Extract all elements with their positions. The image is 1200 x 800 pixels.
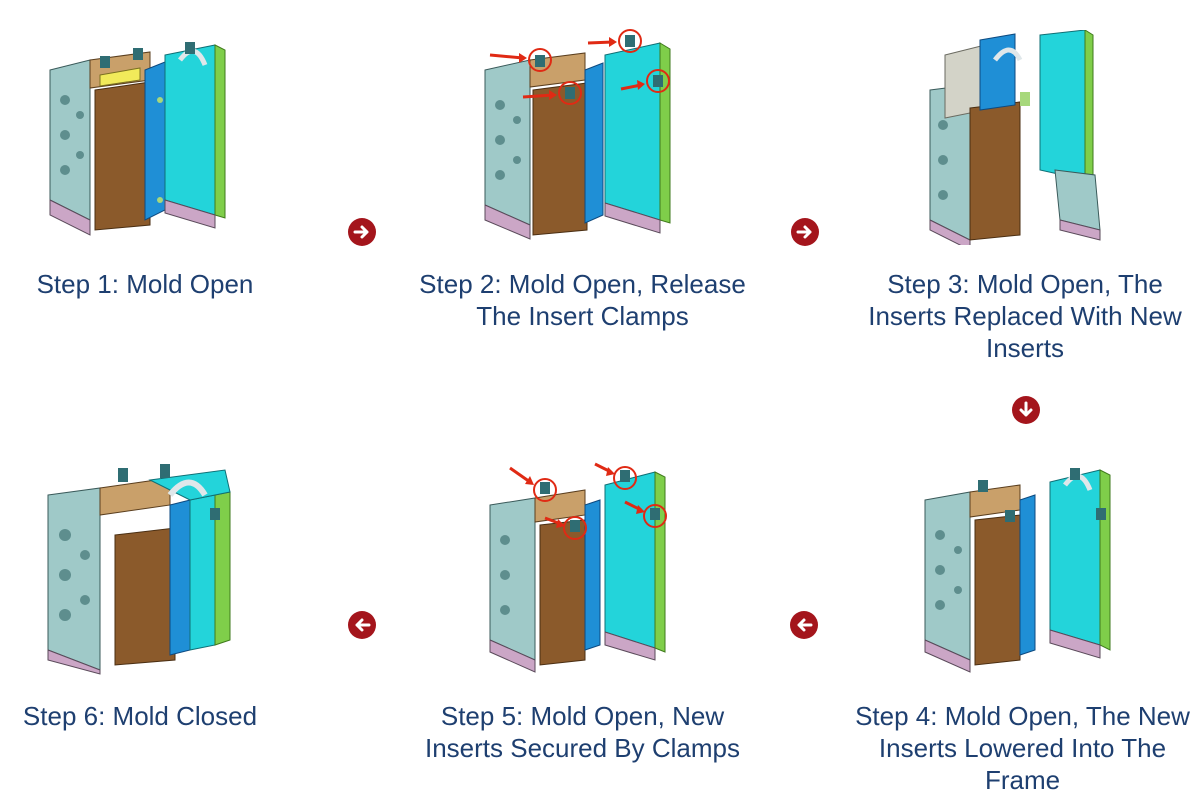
arrow-right-icon xyxy=(796,225,812,239)
arrow-down-icon xyxy=(1019,401,1033,417)
arrow-left-icon xyxy=(797,618,813,632)
step-1-caption: Step 1: Mold Open xyxy=(10,268,280,300)
step-5-caption: Step 5: Mold Open, New Inserts Secured B… xyxy=(405,700,760,764)
step-3-mold-illustration xyxy=(929,30,1101,245)
arrow-step2-to-step3 xyxy=(791,218,819,246)
caption-line: Step 5: Mold Open, New xyxy=(440,701,725,731)
step-6-mold-illustration xyxy=(47,464,231,675)
step-2-caption: Step 2: Mold Open, Release The Insert Cl… xyxy=(400,268,765,332)
step-5-mold-illustration xyxy=(489,462,667,673)
arrow-step5-to-step6 xyxy=(348,611,376,639)
step-4-caption: Step 4: Mold Open, The New Inserts Lower… xyxy=(845,700,1200,796)
step-1-mold-illustration xyxy=(49,42,226,236)
caption-line: Step 2: Mold Open, Release xyxy=(419,269,746,299)
step-3-caption: Step 3: Mold Open, The Inserts Replaced … xyxy=(850,268,1200,364)
arrow-left-icon xyxy=(355,618,371,632)
caption-line: Inserts Lowered Into The xyxy=(878,733,1167,763)
arrow-step1-to-step2 xyxy=(348,218,376,246)
caption-line: Frame xyxy=(984,765,1061,795)
caption-line: Step 1: Mold Open xyxy=(36,269,254,299)
caption-line: Step 6: Mold Closed xyxy=(22,701,258,731)
arrow-step4-to-step5 xyxy=(790,611,818,639)
step-2-mold-illustration xyxy=(484,29,671,240)
caption-line: The Insert Clamps xyxy=(476,301,689,331)
arrow-step3-to-step4 xyxy=(1012,396,1040,424)
step-6-caption: Step 6: Mold Closed xyxy=(5,700,275,732)
caption-line: Inserts xyxy=(985,333,1065,363)
caption-line: Inserts Replaced With New xyxy=(868,301,1182,331)
step-4-mold-illustration xyxy=(924,468,1111,673)
caption-line: Inserts Secured By Clamps xyxy=(424,733,740,763)
arrow-right-icon xyxy=(353,225,369,239)
caption-line: Step 4: Mold Open, The New xyxy=(855,701,1190,731)
caption-line: Step 3: Mold Open, The xyxy=(887,269,1163,299)
